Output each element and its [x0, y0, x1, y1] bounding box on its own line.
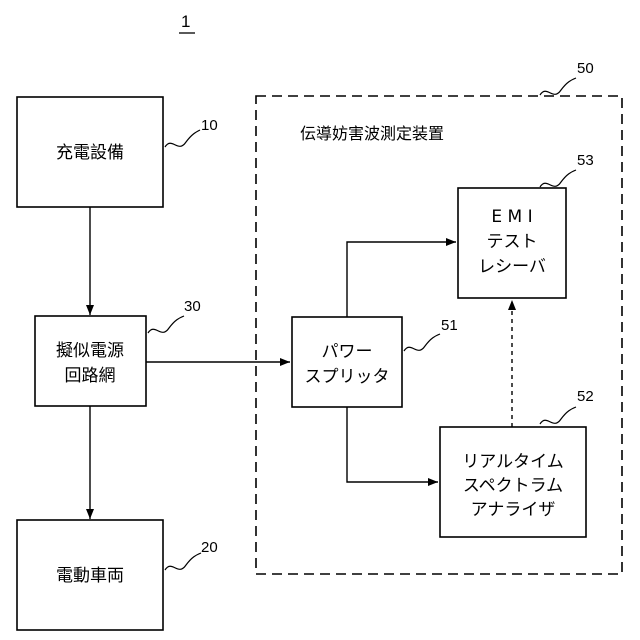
arrow-splitter-to-analyzer — [347, 407, 438, 482]
measurement-system-title: 伝導妨害波測定装置 — [300, 124, 444, 143]
ref-53-leader: 53 — [540, 152, 594, 187]
electric-vehicle-block: 電動車両 — [17, 520, 163, 630]
power-splitter-label-line2: スプリッタ — [305, 367, 390, 387]
ref-20: 20 — [201, 539, 218, 556]
figure-number: 1 — [181, 12, 190, 31]
figure-label: 1 — [179, 12, 195, 33]
power-splitter-label-line1: パワー — [322, 342, 373, 362]
emi-receiver-label-line3: レシーバ — [478, 257, 546, 277]
ref-51-leader: 51 — [404, 317, 458, 351]
ref-51: 51 — [441, 317, 458, 334]
ref-10-leader: 10 — [165, 117, 218, 147]
ref-50: 50 — [577, 60, 594, 77]
ref-52: 52 — [577, 388, 594, 405]
power-splitter-block: パワー スプリッタ — [292, 317, 402, 407]
lisn-label-line2: 回路網 — [65, 366, 116, 386]
emi-receiver-label-line1: E M I — [491, 207, 532, 227]
emi-receiver-label-line2: テスト — [487, 232, 538, 252]
ref-20-leader: 20 — [165, 539, 218, 570]
charging-equipment-label: 充電設備 — [56, 143, 124, 163]
emi-test-receiver-block: E M I テスト レシーバ — [458, 188, 566, 298]
ref-52-leader: 52 — [540, 388, 594, 424]
spectrum-analyzer-label-line2: スペクトラム — [463, 476, 563, 496]
spectrum-analyzer-label-line1: リアルタイム — [462, 452, 564, 472]
ref-53: 53 — [577, 152, 594, 169]
electric-vehicle-label: 電動車両 — [56, 566, 124, 586]
ref-30-leader: 30 — [148, 298, 201, 333]
spectrum-analyzer-block: リアルタイム スペクトラム アナライザ — [440, 427, 586, 537]
lisn-label-line1: 擬似電源 — [56, 341, 124, 361]
ref-30: 30 — [184, 298, 201, 315]
charging-equipment-block: 充電設備 — [17, 97, 163, 207]
arrow-splitter-to-receiver — [347, 242, 456, 317]
ref-10: 10 — [201, 117, 218, 134]
spectrum-analyzer-label-line3: アナライザ — [471, 500, 556, 520]
ref-50-leader: 50 — [540, 60, 594, 95]
lisn-block: 擬似電源 回路網 — [35, 316, 146, 406]
